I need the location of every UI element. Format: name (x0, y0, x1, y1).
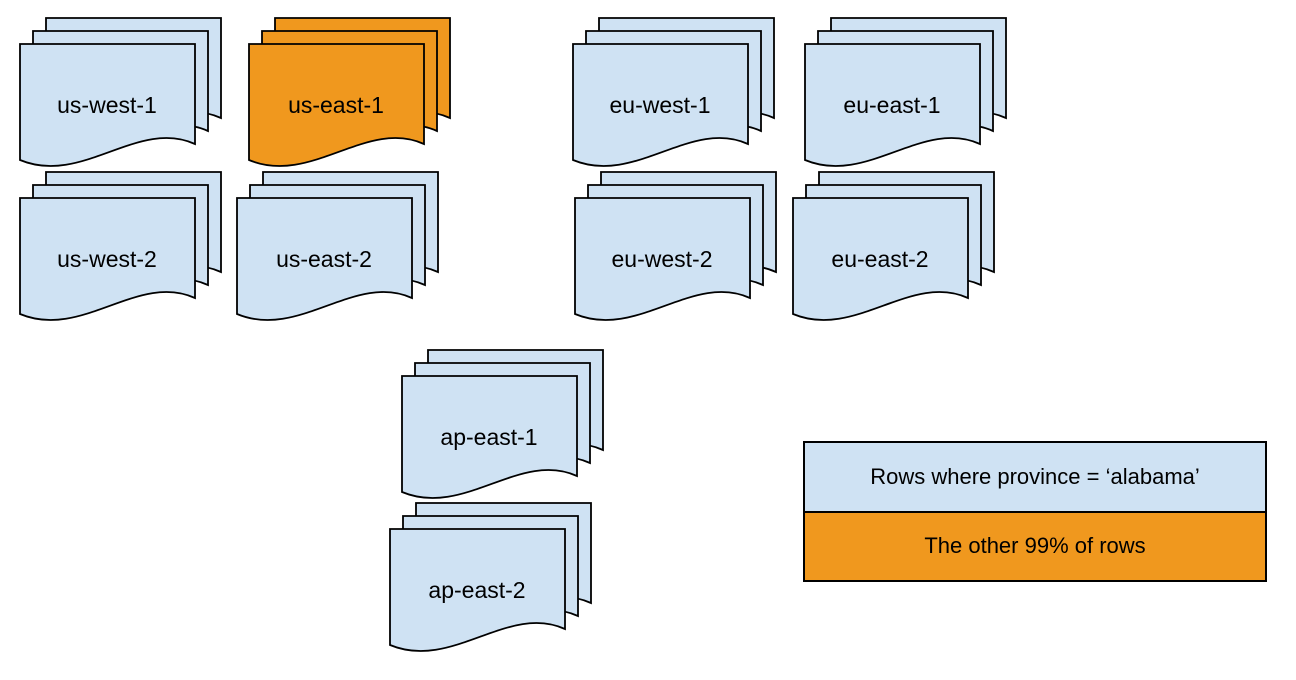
region-stack-ap-east-1: ap-east-1 (400, 348, 605, 506)
document-stack-icon: ap-east-2 (389, 502, 592, 652)
legend-item-label: The other 99% of rows (924, 533, 1146, 559)
region-label: ap-east-1 (440, 424, 537, 450)
region-stack-us-west-1: us-west-1 (18, 16, 223, 174)
region-stack-eu-east-1: eu-east-1 (803, 16, 1008, 174)
document-stack-icon: eu-east-2 (792, 171, 995, 321)
legend-item-other-rows: The other 99% of rows (805, 510, 1265, 580)
document-stack-icon: eu-west-1 (572, 17, 775, 167)
document-stack-icon: us-west-2 (19, 171, 222, 321)
region-label: us-east-1 (288, 92, 384, 118)
region-stack-eu-east-2: eu-east-2 (791, 170, 996, 328)
document-stack-icon: us-east-2 (236, 171, 439, 321)
region-stack-us-west-2: us-west-2 (18, 170, 223, 328)
region-stack-us-east-1: us-east-1 (247, 16, 452, 174)
region-label: ap-east-2 (428, 577, 525, 603)
legend: Rows where province = ‘alabama’ The othe… (803, 441, 1267, 582)
region-label: eu-west-2 (612, 246, 713, 272)
document-stack-icon: us-west-1 (19, 17, 222, 167)
legend-item-alabama-rows: Rows where province = ‘alabama’ (805, 443, 1265, 511)
region-label: us-west-2 (57, 246, 157, 272)
region-label: eu-east-2 (831, 246, 928, 272)
region-label: eu-east-1 (843, 92, 940, 118)
region-stack-eu-west-2: eu-west-2 (573, 170, 778, 328)
document-stack-icon: eu-east-1 (804, 17, 1007, 167)
region-stack-ap-east-2: ap-east-2 (388, 501, 593, 659)
region-label: eu-west-1 (610, 92, 711, 118)
region-stack-us-east-2: us-east-2 (235, 170, 440, 328)
region-stack-eu-west-1: eu-west-1 (571, 16, 776, 174)
region-label: us-east-2 (276, 246, 372, 272)
document-stack-icon: us-east-1 (248, 17, 451, 167)
document-stack-icon: eu-west-2 (574, 171, 777, 321)
legend-item-label: Rows where province = ‘alabama’ (870, 463, 1200, 489)
document-stack-icon: ap-east-1 (401, 349, 604, 499)
region-label: us-west-1 (57, 92, 157, 118)
